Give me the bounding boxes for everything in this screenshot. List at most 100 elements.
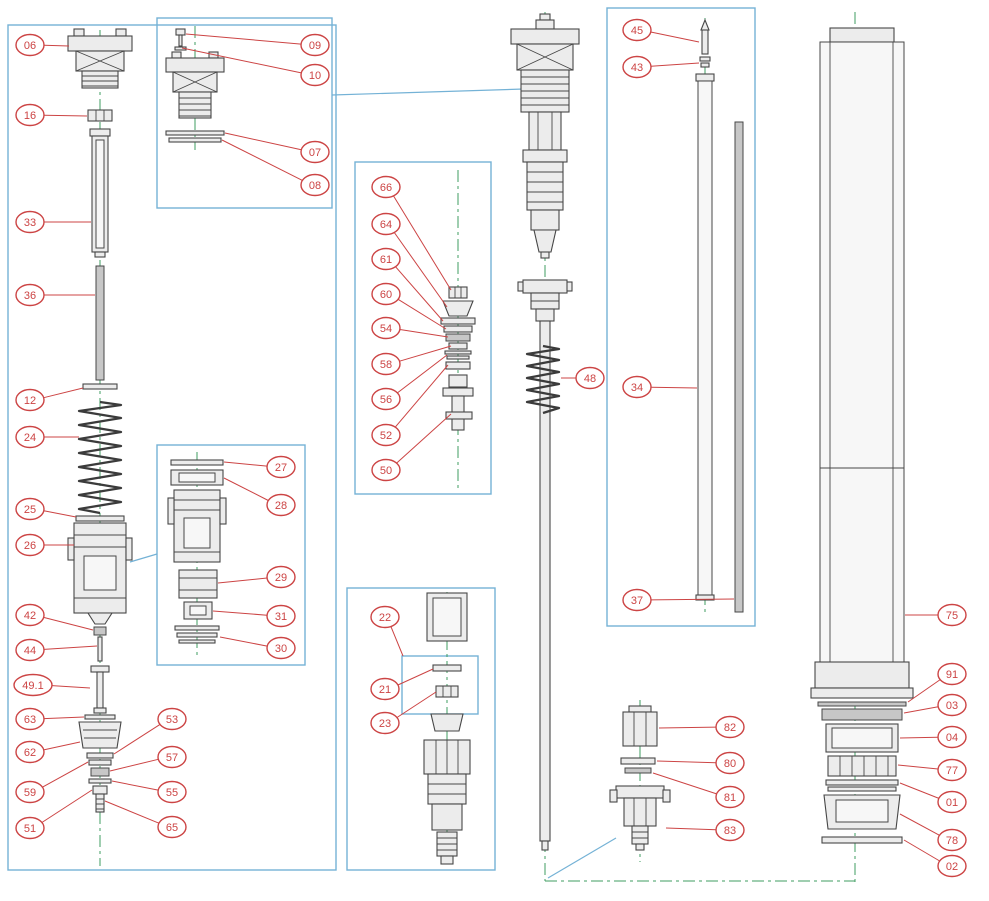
callout-leader-56 <box>397 354 448 394</box>
callout-leader-30 <box>219 636 268 647</box>
washer-27-part <box>170 459 224 466</box>
callout-label-82: 82 <box>724 722 736 734</box>
washer-58-part <box>448 342 468 350</box>
spacer-57-part <box>90 767 110 777</box>
callout-49.1: 49.1 <box>13 673 91 697</box>
callout-26: 26 <box>15 533 74 557</box>
callout-label-36: 36 <box>24 290 36 302</box>
callout-06: 06 <box>15 33 70 57</box>
callout-25: 25 <box>15 497 77 521</box>
callout-43: 43 <box>622 55 700 79</box>
callout-label-53: 53 <box>166 714 178 726</box>
shims-30-part <box>174 625 220 644</box>
panel-rods <box>606 7 756 627</box>
callout-leader-82 <box>658 726 717 729</box>
callout-08: 08 <box>221 139 330 197</box>
callout-bubble-07 <box>300 140 330 164</box>
callout-bubble-43 <box>622 55 652 79</box>
callout-bubble-09 <box>300 33 330 57</box>
piston-body-part <box>167 489 227 563</box>
callout-22: 22 <box>370 605 404 657</box>
callout-label-21: 21 <box>379 684 391 696</box>
callout-label-48: 48 <box>584 373 596 385</box>
callout-label-54: 54 <box>380 323 392 335</box>
valve-body-50-part <box>442 374 474 431</box>
callout-77: 77 <box>897 758 967 782</box>
valve-stack-assembly <box>440 286 476 431</box>
washer-60-part <box>443 325 473 333</box>
callout-leader-27 <box>223 461 268 467</box>
callout-bubble-75 <box>937 603 967 627</box>
callout-bubble-21 <box>370 677 400 701</box>
callout-label-66: 66 <box>380 182 392 194</box>
callout-01: 01 <box>899 782 967 814</box>
washer-59-part <box>88 759 112 766</box>
detail-panels <box>7 7 756 879</box>
callout-bubble-42 <box>15 603 45 627</box>
callout-label-58: 58 <box>380 359 392 371</box>
oring-81-part <box>624 767 652 774</box>
cartridge-tube-part <box>695 73 715 601</box>
callout-label-09: 09 <box>309 40 321 52</box>
callout-leader-07 <box>224 132 302 151</box>
callout-label-16: 16 <box>24 110 36 122</box>
cartridge-assembly <box>510 13 580 259</box>
needle-part <box>97 636 103 662</box>
callout-bubble-51 <box>15 816 45 840</box>
nut-23-part <box>435 685 459 698</box>
callout-66: 66 <box>371 175 452 291</box>
callout-label-91: 91 <box>946 669 958 681</box>
callout-label-83: 83 <box>724 825 736 837</box>
valve-cylinder-part <box>426 592 468 642</box>
callout-leader-58 <box>399 345 452 362</box>
rods-assembly <box>695 18 744 613</box>
lock-nut-part <box>87 109 113 122</box>
callout-53: 53 <box>113 707 187 755</box>
callout-leader-91 <box>907 679 941 703</box>
callout-bubble-10 <box>300 63 330 87</box>
callout-bubble-03 <box>937 693 967 717</box>
callout-bubble-66 <box>371 175 401 199</box>
base-valve-assembly <box>423 592 471 865</box>
callout-30: 30 <box>219 636 296 660</box>
callout-bubble-63 <box>15 707 45 731</box>
callout-bubble-49.1 <box>13 673 53 697</box>
callout-leader-02 <box>903 839 940 862</box>
damper-body-part <box>67 522 133 625</box>
callout-label-64: 64 <box>380 219 392 231</box>
left-assembly <box>67 28 133 813</box>
callout-leader-12 <box>43 387 84 399</box>
callout-leader-65 <box>104 800 160 824</box>
callout-bubble-25 <box>15 497 45 521</box>
guide-bush-78-part <box>823 794 901 830</box>
cap-oring-part <box>165 130 225 143</box>
callout-bubble-01 <box>937 790 967 814</box>
callout-leader-66 <box>393 195 452 291</box>
callout-bubble-82 <box>715 715 745 739</box>
callout-bubble-56 <box>371 387 401 411</box>
callout-leader-16 <box>43 114 88 117</box>
oil-seal-04-part <box>825 723 899 753</box>
callout-label-27: 27 <box>275 462 287 474</box>
washer-53-part <box>86 752 114 759</box>
callout-leader-06 <box>43 44 70 47</box>
callout-label-01: 01 <box>946 797 958 809</box>
callout-label-57: 57 <box>166 752 178 764</box>
callout-label-62: 62 <box>24 747 36 759</box>
callout-42: 42 <box>15 603 94 631</box>
bush-31-part <box>183 601 213 620</box>
callout-63: 63 <box>15 707 85 731</box>
callout-leader-31 <box>212 610 268 616</box>
callout-bubble-45 <box>622 18 652 42</box>
callout-label-59: 59 <box>24 787 36 799</box>
callout-leader-81 <box>652 772 717 795</box>
callout-leader-54 <box>399 329 449 338</box>
callout-57: 57 <box>109 745 187 772</box>
callout-label-33: 33 <box>24 217 36 229</box>
washer-55-part <box>88 778 112 784</box>
callout-label-37: 37 <box>631 595 643 607</box>
bleed-screw-part <box>174 28 187 51</box>
sleeve-29-part <box>178 569 218 599</box>
callout-leader-03 <box>903 706 939 714</box>
callout-bubble-61 <box>371 247 401 271</box>
